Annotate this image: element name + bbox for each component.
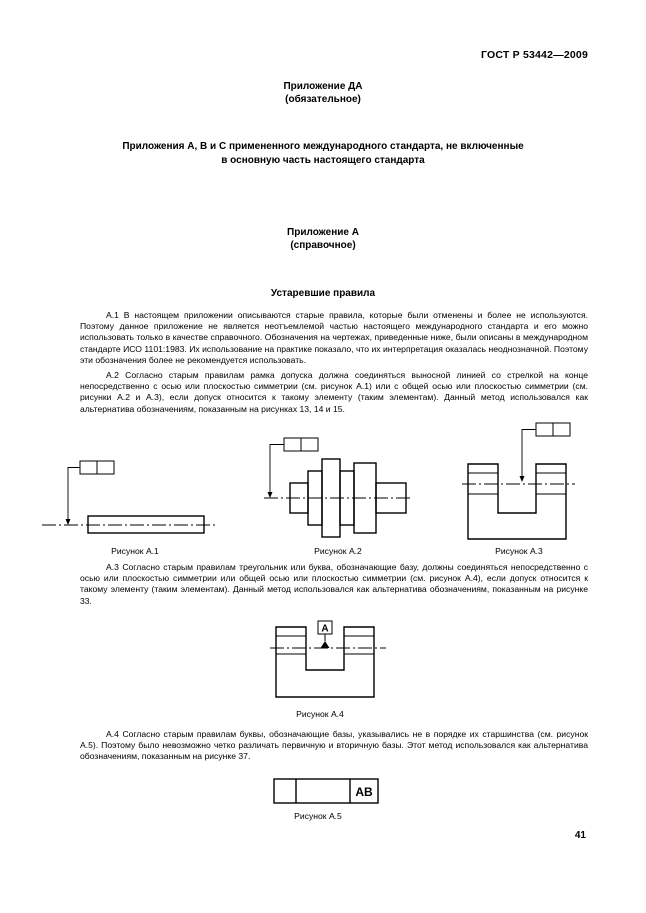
appendix-da-title: Приложение ДА: [283, 81, 363, 92]
figure-a5-drawing: AB: [273, 778, 379, 804]
figure-a4-caption: Рисунок А.4: [296, 709, 344, 719]
appendix-da-heading-line2: в основную часть настоящего стандарта: [221, 155, 425, 166]
appendix-a-title: Приложение А: [287, 227, 359, 238]
appendix-da-status: (обязательное): [285, 94, 361, 105]
figure-a1-drawing: [42, 460, 215, 534]
figure-a4-drawing: A: [270, 620, 386, 698]
figure-a2-drawing: [264, 437, 412, 538]
figure-a3-drawing: [462, 422, 575, 540]
figure-a2-caption: Рисунок А.2: [314, 546, 362, 556]
document-header: ГОСТ Р 53442—2009: [480, 49, 588, 61]
datum-triangle-icon: [320, 641, 330, 648]
paragraph-a2: А.2 Согласно старым правилам рамка допус…: [80, 370, 588, 414]
figure-a5-caption: Рисунок А.5: [294, 811, 342, 821]
figure-a5-datum-letters: AB: [355, 785, 373, 799]
appendix-da-heading-line1: Приложения А, В и С примененного междуна…: [122, 141, 524, 152]
figure-a4-datum-letter: A: [321, 624, 328, 635]
paragraph-a4: А.4 Согласно старым правилам буквы, обоз…: [80, 729, 588, 762]
figure-a1-caption: Рисунок А.1: [111, 546, 159, 556]
paragraph-a3: А.3 Согласно старым правилам треугольник…: [80, 562, 588, 606]
figure-a3-caption: Рисунок А.3: [495, 546, 543, 556]
section-title: Устаревшие правила: [270, 288, 376, 299]
paragraph-a1: А.1 В настоящем приложении описываются с…: [80, 310, 588, 365]
appendix-a-status: (справочное): [290, 240, 356, 251]
page-number: 41: [574, 830, 586, 841]
